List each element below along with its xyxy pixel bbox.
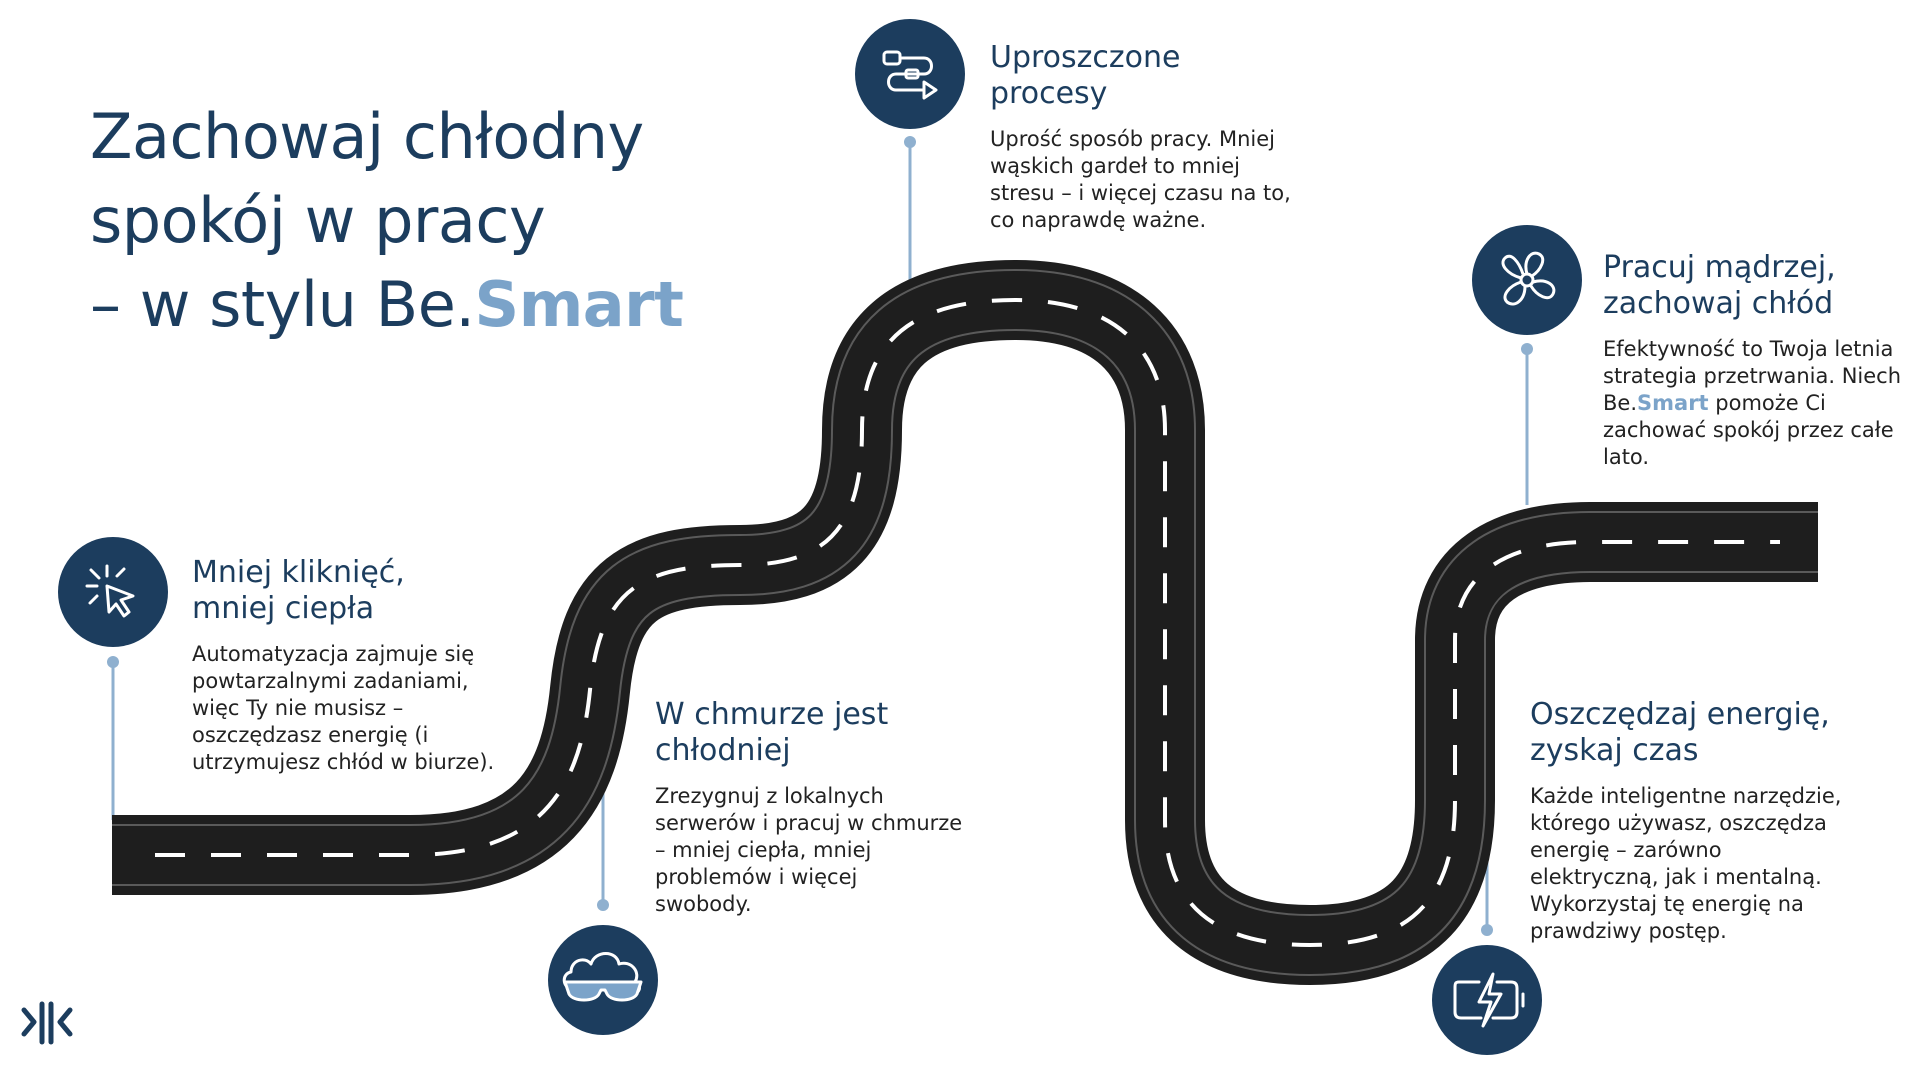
milestone-description: Każde inteligentne narzędzie, którego uż…: [1530, 783, 1870, 945]
milestone-description: Efektywność to Twoja letnia strategia pr…: [1603, 336, 1918, 471]
body-line: Wykorzystaj tę energię na: [1530, 892, 1804, 916]
milestone-heading: Oszczędzaj energię, zyskaj czas: [1530, 697, 1870, 769]
title-line-1: Zachowaj chłodny: [90, 100, 644, 173]
milestone-description: Automatyzacja zajmuje się powtarzalnymi …: [192, 641, 512, 776]
body-line: strategia przetrwania. Niech: [1603, 364, 1902, 388]
body-line: Be.Smart pomoże Ci: [1603, 390, 1918, 417]
body-line: swobody.: [655, 892, 752, 916]
milestone-5: Oszczędzaj energię, zyskaj czas Każde in…: [1530, 697, 1870, 945]
body-line: serwerów i pracuj w chmurze: [655, 811, 963, 835]
milestone-2: W chmurze jest chłodniej Zrezygnuj z lok…: [655, 697, 985, 918]
heading-line: Mniej kliknięć,: [192, 555, 405, 590]
body-line: stresu – i więcej czasu na to,: [990, 181, 1291, 205]
milestone-heading: Pracuj mądrzej, zachowaj chłód: [1603, 250, 1918, 322]
road: [112, 260, 1818, 985]
connector-dot: [597, 899, 609, 911]
body-line: Każde inteligentne narzędzie,: [1530, 784, 1842, 808]
title-line-2: spokój w pracy: [90, 184, 546, 257]
body-brand-accent: Smart: [1637, 391, 1709, 415]
milestone-icon-4: [1472, 225, 1582, 335]
milestone-description: Uprość sposób pracy. Mniej wąskich garde…: [990, 126, 1310, 234]
body-line: oszczędzasz energię (i: [192, 723, 429, 747]
heading-line: Uproszczone: [990, 40, 1181, 75]
heading-line: procesy: [990, 76, 1108, 111]
fan-icon: [1501, 251, 1556, 306]
body-line: którego używasz, oszczędza: [1530, 811, 1827, 835]
heading-line: Pracuj mądrzej,: [1603, 250, 1836, 285]
body-line: prawdziwy postęp.: [1530, 919, 1727, 943]
body-line: Zrezygnuj z lokalnych: [655, 784, 884, 808]
body-line: powtarzalnymi zadaniami,: [192, 669, 469, 693]
cursor-click-icon: [85, 564, 135, 618]
heading-line: W chmurze jest: [655, 697, 889, 732]
process-flow-icon: [882, 50, 938, 100]
connector-dot: [904, 136, 916, 148]
title-line-3: – w stylu Be.Smart: [90, 263, 684, 347]
milestone-heading: Uproszczone procesy: [990, 40, 1310, 112]
connector-dot: [1481, 924, 1493, 936]
page-title: Zachowaj chłodny spokój w pracy – w styl…: [90, 95, 684, 347]
body-line: więc Ty nie musisz –: [192, 696, 404, 720]
body-line: zachować spokój przez całe: [1603, 418, 1894, 442]
milestone-heading: Mniej kliknięć, mniej ciepła: [192, 555, 512, 627]
connector-dot: [107, 656, 119, 668]
heading-line: zyskaj czas: [1530, 733, 1699, 768]
heading-line: mniej ciepła: [192, 591, 375, 626]
body-brand-prefix: Be.: [1603, 391, 1638, 415]
body-line: – mniej ciepła, mniej: [655, 838, 872, 862]
milestone-description: Zrezygnuj z lokalnych serwerów i pracuj …: [655, 783, 985, 918]
body-brand-suffix: pomoże Ci: [1708, 391, 1826, 415]
milestone-icon-1: [58, 537, 168, 647]
body-line: energię – zarówno: [1530, 838, 1722, 862]
heading-line: zachowaj chłód: [1603, 286, 1834, 321]
connector-lines: [107, 136, 1533, 936]
road-lane-markings: [155, 297, 1780, 948]
brand-logo-icon: [21, 1001, 73, 1045]
title-brand-accent: Smart: [474, 268, 684, 341]
milestone-4: Pracuj mądrzej, zachowaj chłód Efektywno…: [1603, 250, 1918, 471]
body-line: Automatyzacja zajmuje się: [192, 642, 475, 666]
milestone-3: Uproszczone procesy Uprość sposób pracy.…: [990, 40, 1310, 234]
heading-line: chłodniej: [655, 733, 791, 768]
body-line: Efektywność to Twoja letnia: [1603, 337, 1894, 361]
heading-line: Oszczędzaj energię,: [1530, 697, 1830, 732]
cloud-sunglasses-icon: [562, 952, 643, 1002]
body-line: utrzymujesz chłód w biurze).: [192, 750, 495, 774]
connector-dot: [1521, 343, 1533, 355]
body-line: Uprość sposób pracy. Mniej: [990, 127, 1275, 151]
body-line: problemów i więcej: [655, 865, 858, 889]
milestone-icon-5: [1432, 945, 1542, 1055]
body-line: elektryczną, jak i mentalną.: [1530, 865, 1822, 889]
milestone-icon-2: [548, 925, 658, 1035]
milestone-icon-3: [855, 19, 965, 129]
milestone-heading: W chmurze jest chłodniej: [655, 697, 985, 769]
title-line-3-prefix: – w stylu Be.: [90, 268, 475, 341]
milestone-1: Mniej kliknięć, mniej ciepła Automatyzac…: [192, 555, 512, 776]
body-line: lato.: [1603, 445, 1650, 469]
body-line: co naprawdę ważne.: [990, 208, 1207, 232]
body-line: wąskich gardeł to mniej: [990, 154, 1240, 178]
battery-lightning-icon: [1453, 972, 1525, 1028]
